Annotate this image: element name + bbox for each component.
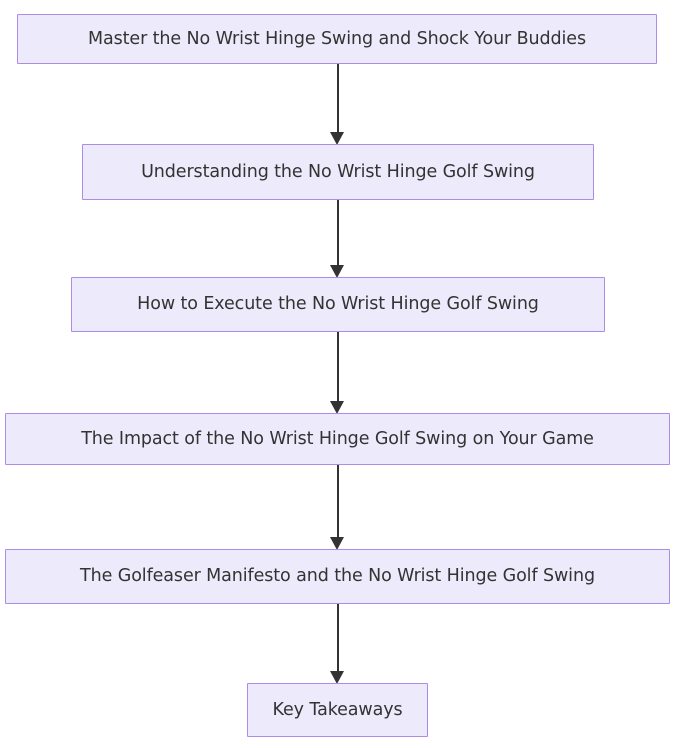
flowchart-node-key-takeaways[interactable]: Key Takeaways [247,683,428,737]
flowchart-node-master-the-no-wrist-hinge-swing[interactable]: Master the No Wrist Hinge Swing and Shoc… [17,14,657,64]
edge-line [337,332,340,401]
node-label: Key Takeaways [272,699,403,720]
edge-line [337,465,340,537]
flowchart-node-understanding-the-no-wrist-hinge-golf-swing[interactable]: Understanding the No Wrist Hinge Golf Sw… [82,144,594,200]
flowchart-node-the-impact-on-your-game[interactable]: The Impact of the No Wrist Hinge Golf Sw… [5,413,670,465]
node-label: The Impact of the No Wrist Hinge Golf Sw… [81,428,594,449]
node-label: Understanding the No Wrist Hinge Golf Sw… [141,161,535,182]
flowchart-node-how-to-execute-the-no-wrist-hinge-golf-swing[interactable]: How to Execute the No Wrist Hinge Golf S… [71,277,605,332]
flowchart-node-the-golfeaser-manifesto[interactable]: The Golfeaser Manifesto and the No Wrist… [5,549,670,604]
edge-line [337,200,340,265]
node-label: The Golfeaser Manifesto and the No Wrist… [80,566,595,586]
node-label: How to Execute the No Wrist Hinge Golf S… [137,294,539,314]
edge-line [337,604,340,671]
node-label: Master the No Wrist Hinge Swing and Shoc… [88,28,586,49]
edge-line [337,64,340,132]
